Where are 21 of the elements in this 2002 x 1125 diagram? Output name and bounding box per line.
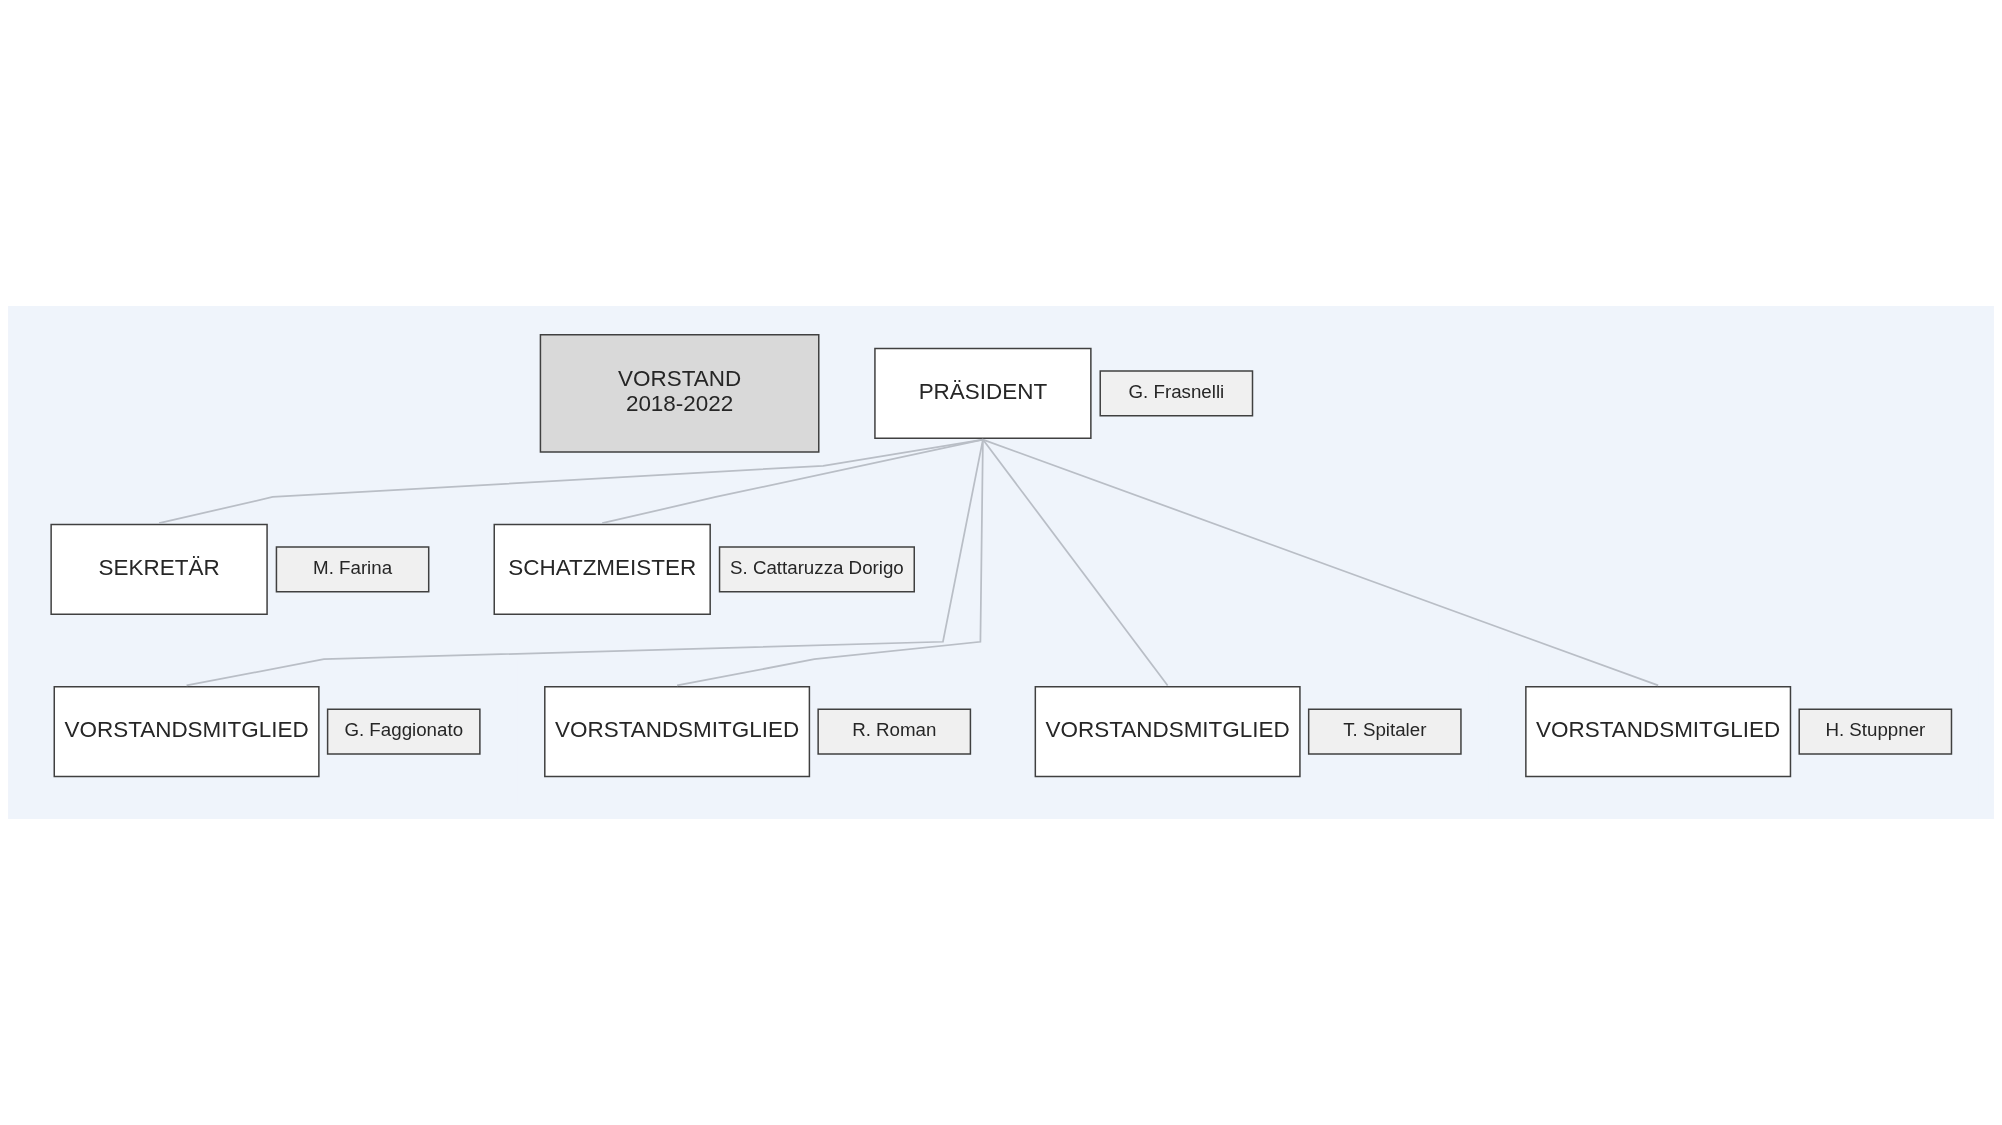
connector bbox=[676, 438, 984, 687]
node-box: S. Cattaruzza Dorigo bbox=[718, 546, 915, 593]
node-box: SEKRETÄR bbox=[50, 523, 268, 616]
connector bbox=[982, 438, 1660, 687]
connector bbox=[982, 438, 1169, 687]
connector bbox=[185, 438, 984, 687]
node-box: VORSTANDSMITGLIED bbox=[1525, 685, 1792, 778]
node-box: VORSTANDSMITGLIED bbox=[544, 685, 811, 778]
node-box: PRÄSIDENT bbox=[874, 347, 1092, 440]
connector bbox=[601, 438, 984, 525]
node-box: VORSTANDSMITGLIED bbox=[1034, 685, 1301, 778]
node-box: VORSTANDSMITGLIED bbox=[53, 685, 320, 778]
node-box: VORSTAND 2018-2022 bbox=[539, 333, 820, 453]
node-box: SCHATZMEISTER bbox=[493, 523, 711, 616]
node-box: M. Farina bbox=[275, 546, 430, 593]
node-box: T. Spitaler bbox=[1307, 708, 1462, 755]
node-box: R. Roman bbox=[817, 708, 972, 755]
connector bbox=[158, 438, 984, 525]
node-box: G. Frasnelli bbox=[1099, 370, 1254, 417]
node-box: G. Faggionato bbox=[326, 708, 481, 755]
node-box: H. Stuppner bbox=[1798, 708, 1953, 755]
